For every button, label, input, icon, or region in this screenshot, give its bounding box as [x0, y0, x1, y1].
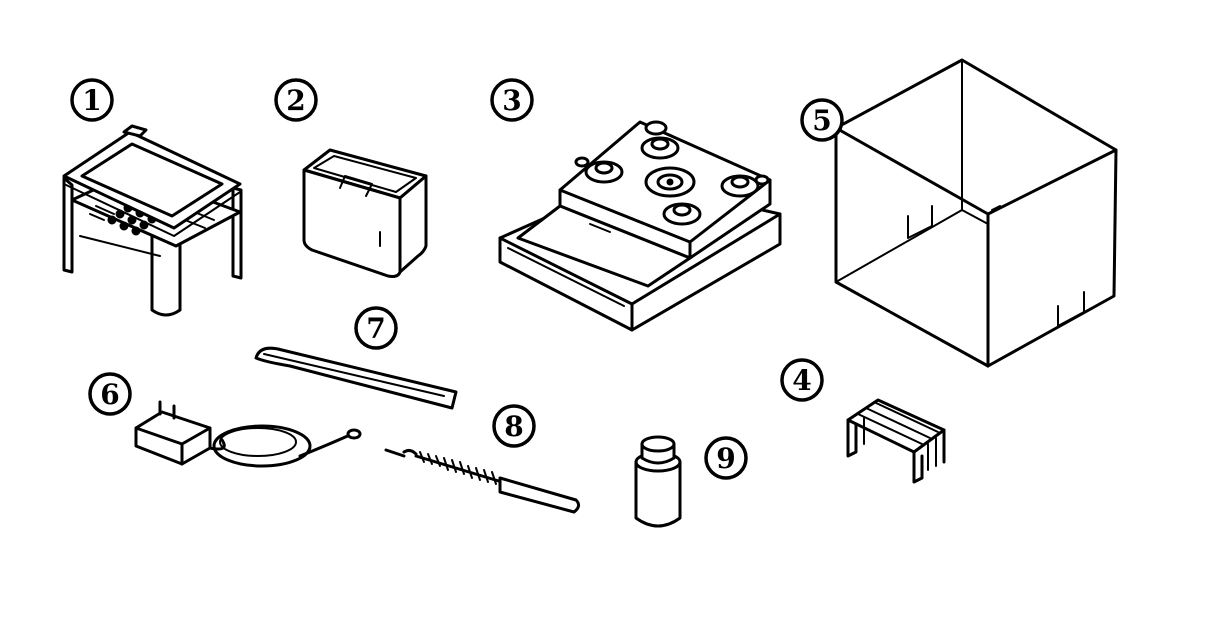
- label-4: 4: [780, 358, 824, 402]
- label-3-text: 3: [502, 84, 521, 117]
- label-2: 2: [274, 78, 318, 122]
- label-2-text: 2: [286, 84, 305, 117]
- label-1-text: 1: [82, 84, 101, 117]
- part-3-balance-unit: [498, 120, 782, 332]
- part-4-clip: [846, 398, 946, 484]
- label-8-text: 8: [504, 410, 523, 443]
- label-5: 5: [800, 98, 844, 142]
- label-3: 3: [490, 78, 534, 122]
- label-6: 6: [88, 372, 132, 416]
- label-1: 1: [70, 78, 114, 122]
- label-7: 7: [354, 306, 398, 350]
- part-1-pan-support: [62, 124, 243, 317]
- part-8-brush: [384, 448, 581, 514]
- part-7-stick: [254, 346, 458, 410]
- label-7-text: 7: [366, 312, 385, 345]
- part-6-ac-adapter: [134, 400, 362, 468]
- label-6-text: 6: [100, 378, 119, 411]
- part-5-draft-shield: [834, 58, 1118, 368]
- label-4-text: 4: [792, 364, 811, 397]
- label-5-text: 5: [812, 104, 831, 137]
- label-9-text: 9: [716, 442, 735, 475]
- label-9: 9: [704, 436, 748, 480]
- part-9-weight: [634, 435, 682, 528]
- part-2-container: [302, 148, 428, 278]
- label-8: 8: [492, 404, 536, 448]
